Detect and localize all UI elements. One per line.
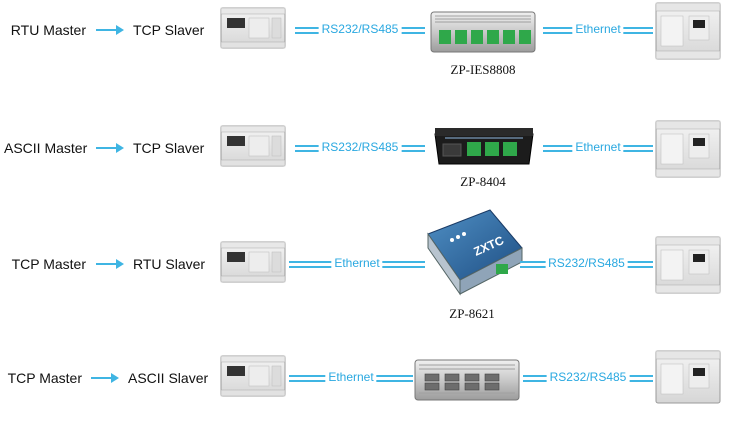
plc-left — [220, 241, 286, 283]
master-mode-label: RTU Master — [10, 22, 86, 38]
gateway-device: ZXTC — [427, 209, 523, 296]
gateway-device — [430, 11, 536, 53]
plc-left — [220, 7, 286, 49]
row-3: TCP Master RTU Slaver Ethernet ZXTC ZP-8… — [0, 209, 730, 330]
slave-mode-label: TCP Slaver — [133, 22, 205, 38]
row-4: TCP Master ASCII Slaver Ethernet RS232/R… — [0, 348, 730, 444]
master-mode-label: TCP Master — [7, 370, 82, 386]
link-left-label: RS232/RS485 — [318, 140, 402, 154]
link-right: Ethernet — [543, 140, 653, 154]
link-left-label: Ethernet — [331, 256, 383, 270]
link-left-label: Ethernet — [325, 370, 377, 384]
link-right: RS232/RS485 — [523, 370, 653, 384]
device-model-caption: ZP-8621 — [449, 306, 495, 321]
link-right-label: Ethernet — [572, 22, 624, 36]
gateway-device — [414, 359, 520, 401]
link-right-label: Ethernet — [572, 140, 624, 154]
slave-mode-label: ASCII Slaver — [128, 370, 209, 386]
row-2: ASCII Master TCP Slaver RS232/RS485 ZP-8… — [0, 118, 730, 214]
row-1: RTU Master TCP Slaver RS232/RS485 ZP-IES… — [0, 0, 730, 96]
arrow-right-icon — [96, 25, 124, 35]
slave-mode-label: RTU Slaver — [133, 256, 206, 272]
plc-left — [220, 355, 286, 397]
plc-right — [655, 236, 721, 294]
plc-right — [655, 350, 721, 404]
arrow-right-icon — [96, 259, 124, 269]
plc-right — [655, 2, 721, 60]
master-mode-label: TCP Master — [11, 256, 86, 272]
link-left: Ethernet — [289, 370, 413, 384]
link-left: RS232/RS485 — [295, 22, 425, 36]
master-mode-label: ASCII Master — [4, 140, 88, 156]
link-right-label: RS232/RS485 — [546, 370, 630, 384]
link-right: Ethernet — [543, 22, 653, 36]
plc-right — [655, 120, 721, 178]
device-model-caption: ZP-8404 — [460, 174, 506, 189]
link-left-label: RS232/RS485 — [318, 22, 402, 36]
gateway-device — [434, 128, 534, 165]
slave-mode-label: TCP Slaver — [133, 140, 205, 156]
device-model-caption: ZP-IES8808 — [450, 62, 516, 77]
link-left: Ethernet — [289, 256, 425, 270]
link-right-label: RS232/RS485 — [545, 256, 628, 270]
link-left: RS232/RS485 — [295, 140, 425, 154]
arrow-right-icon — [91, 373, 119, 383]
plc-left — [220, 125, 286, 167]
link-right: RS232/RS485 — [520, 256, 653, 270]
arrow-right-icon — [96, 143, 124, 153]
